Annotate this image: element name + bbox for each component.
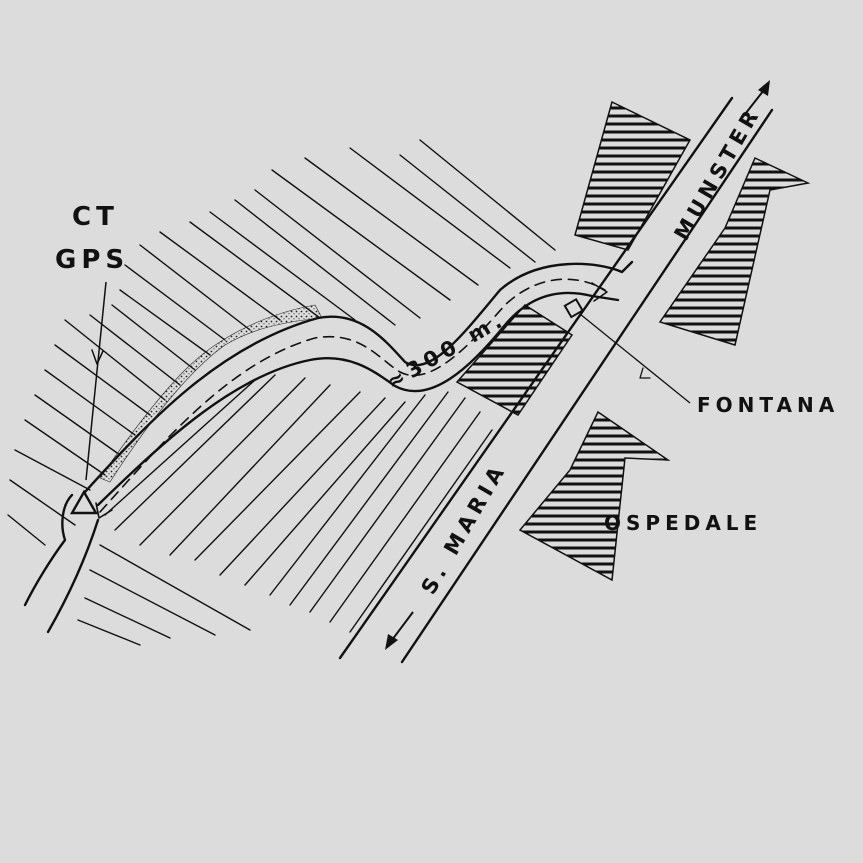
walking-route [99,278,606,513]
access-road [83,260,634,507]
fountain-square-icon [563,297,584,319]
building-center [455,304,574,416]
side-road [23,493,100,634]
fontana-leader-arrowhead [639,367,651,379]
gps-station-triangle-icon [69,489,99,515]
terrain-slope-lines-lower [104,374,493,633]
label-ct: CT [72,202,119,232]
terrain-lines-bottom-left [77,544,251,646]
route-arrow-start [95,502,113,519]
fontana-leader-line [579,313,691,404]
road-arrow-s-maria [385,611,414,650]
building-north-right [658,156,811,346]
building-north-left [574,100,692,251]
label-ospedale: OSPEDALE [604,511,762,535]
terrain-slope-lines-upper [7,139,556,546]
building-ospedale [518,410,671,582]
label-fontana: FONTANA [697,393,839,417]
label-gps: GPS [55,245,129,275]
gps-pointer-arrowhead [91,349,104,365]
road-arrow-munster [741,80,770,119]
route-arrow-end [591,282,608,302]
embankment-area [99,304,323,483]
gps-pointer-line [85,281,107,481]
